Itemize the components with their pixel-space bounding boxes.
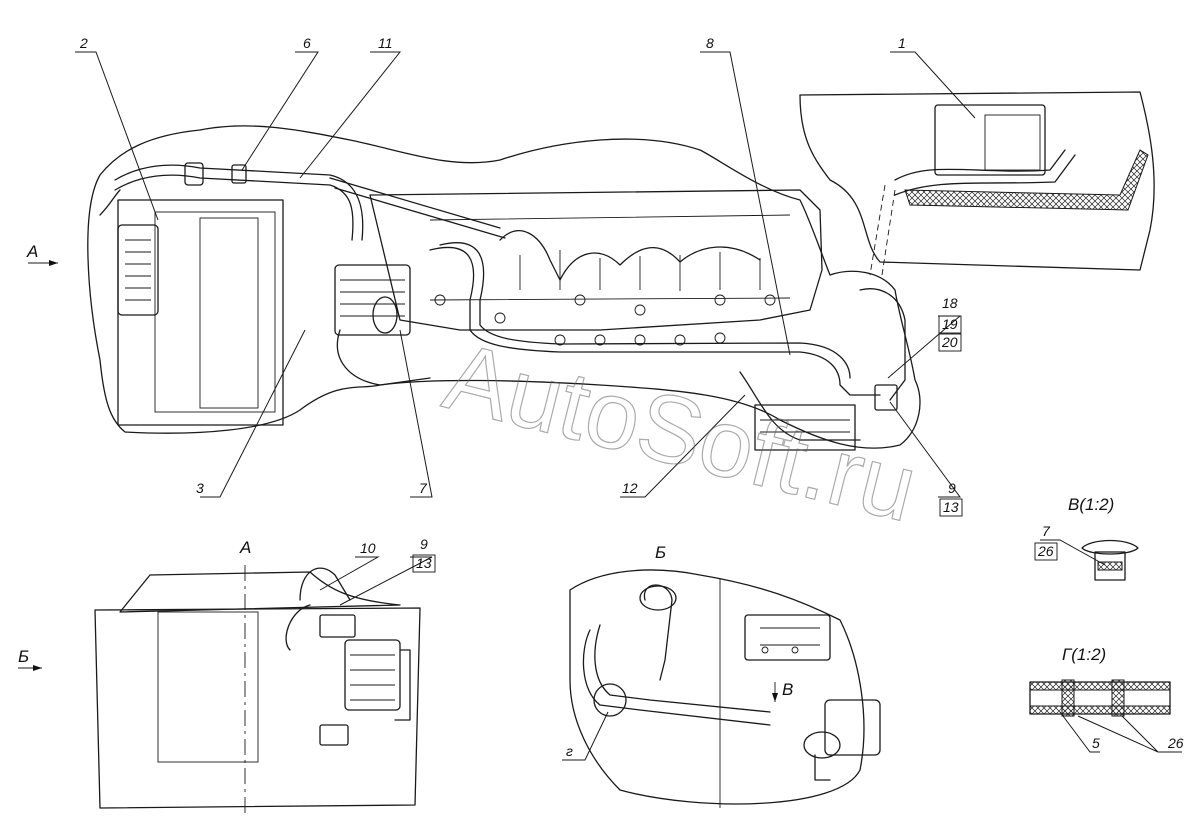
callout-12: 12 — [622, 480, 638, 496]
detail-g-title: Г(1:2) — [1062, 645, 1106, 664]
callout-3: 3 — [196, 480, 204, 496]
intake-manifold — [499, 230, 761, 281]
view-a-callout-9: 9 — [420, 536, 428, 552]
callout-11: 11 — [378, 35, 393, 51]
pipe-12 — [739, 371, 861, 441]
view-a-callout-13: 13 — [416, 555, 432, 571]
callout-1: 1 — [898, 35, 906, 51]
detail-v-callout-7: 7 — [1042, 523, 1051, 539]
view-a-title: А — [239, 538, 251, 557]
callout-2: 2 — [79, 35, 88, 51]
callout-7: 7 — [419, 480, 428, 496]
callout-19: 19 — [942, 316, 958, 332]
detail-v-title: В(1:2) — [1068, 495, 1114, 514]
callout-6: 6 — [303, 35, 311, 51]
view-b-arrow-label: Б — [18, 647, 29, 666]
pipe-11 — [114, 164, 364, 241]
view-b-title: Б — [655, 543, 666, 562]
callout-8: 8 — [706, 35, 714, 51]
view-a-callout-10: 10 — [360, 540, 376, 556]
callout-18: 18 — [942, 295, 958, 311]
callouts: 2 6 11 8 1 18 19 20 3 7 12 9 13 10 9 13 … — [79, 35, 1184, 759]
callout-20: 20 — [941, 334, 958, 350]
detail-g: Г(1:2) — [1029, 645, 1182, 753]
detail-v-callout-26: 26 — [1037, 543, 1054, 559]
callout-13: 13 — [943, 499, 959, 515]
watermark-text: AutoSoft.ru — [435, 322, 927, 542]
detail-view-1 — [799, 51, 1155, 276]
detail-v: В(1:2) — [1040, 495, 1139, 581]
main-outline — [87, 125, 921, 449]
pipe-8 — [429, 246, 881, 396]
detail-g-callout-5: 5 — [1092, 735, 1100, 751]
view-b: Б В — [562, 543, 881, 808]
view-v-arrow-label: В — [782, 680, 793, 699]
view-b-callout-g: г — [566, 743, 573, 759]
callout-9: 9 — [948, 480, 956, 496]
detail-g-callout-26: 26 — [1167, 735, 1184, 751]
view-a-arrow-label: А — [26, 242, 38, 261]
main-view: А — [26, 51, 962, 498]
view-a: А Б — [18, 538, 433, 815]
